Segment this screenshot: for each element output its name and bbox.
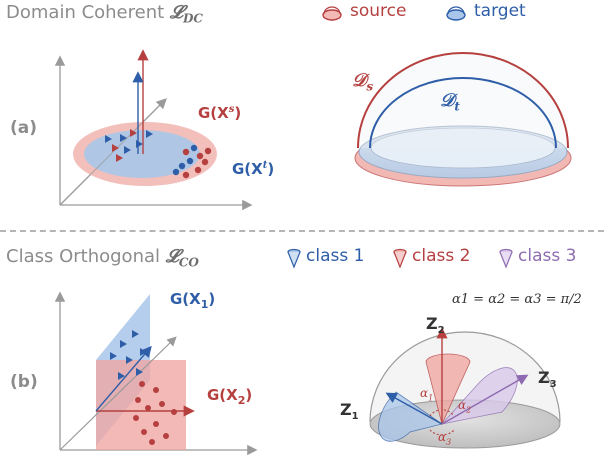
panel-label-a: (a) xyxy=(10,118,38,138)
class1-triangles xyxy=(110,330,147,380)
g2-sub: 2 xyxy=(237,394,246,407)
alpha3-label: α3 xyxy=(438,430,452,447)
g-source-text: G(X xyxy=(198,104,229,122)
class2-plane xyxy=(96,360,186,450)
z3-label: Z3 xyxy=(538,368,557,390)
g1-label: G(X1) xyxy=(170,290,216,311)
z3-axis xyxy=(441,374,529,425)
class2-cone-icon xyxy=(393,248,407,269)
g1-sub: 1 xyxy=(200,298,209,311)
lco-symbol: 𝓛CO xyxy=(165,246,199,270)
ds-sub: s xyxy=(366,79,374,94)
z3-sub: 3 xyxy=(549,379,557,391)
g2-label: G(X2) xyxy=(207,386,253,407)
class-orthogonal-title: Class Orthogonal 𝓛CO xyxy=(6,246,199,270)
target-dome xyxy=(369,77,557,149)
class-hemisphere xyxy=(369,327,561,449)
target-legend-label: target xyxy=(474,1,526,21)
domain-coherent-title: Domain Coherent 𝓛DC xyxy=(6,2,203,26)
source-dome xyxy=(357,52,569,149)
target-distribution xyxy=(84,130,200,178)
panel-label-b: (b) xyxy=(10,372,38,392)
z1-sub: 1 xyxy=(351,411,359,423)
domain-feature-space xyxy=(54,49,253,211)
alpha1-label: α1 xyxy=(420,386,434,403)
lco-symbol-sub: CO xyxy=(178,255,199,270)
z1-axis xyxy=(385,392,443,425)
alpha3-arc xyxy=(429,429,455,436)
target-legend-icon xyxy=(446,6,466,21)
axis-y-b xyxy=(59,336,177,451)
source-legend-label: source xyxy=(350,1,407,21)
class2-cone xyxy=(425,353,471,426)
class1-label: class 1 xyxy=(306,246,365,266)
alpha2-label: α2 xyxy=(458,398,472,415)
orthogonality-equation: α1 = α2 = α3 = π/2 xyxy=(452,292,582,307)
domain-hemispheres xyxy=(354,52,572,187)
class2-dots xyxy=(133,381,177,445)
ldc-symbol-sub: DC xyxy=(183,11,203,26)
z2-label: Z2 xyxy=(426,314,445,336)
g1-text: G(X xyxy=(170,290,201,308)
domain-coherent-title-text: Domain Coherent xyxy=(6,2,165,23)
dt-main: 𝒟 xyxy=(440,90,455,111)
z1-text: Z xyxy=(340,400,352,419)
class2-label: class 2 xyxy=(412,246,471,266)
class3-cone-icon xyxy=(499,248,513,269)
ldc-symbol-main: 𝓛 xyxy=(169,2,184,23)
class1-normal-arrow xyxy=(95,345,152,412)
dt-sub: t xyxy=(454,99,460,114)
alpha2-arc xyxy=(443,409,455,417)
g-target-sup: t xyxy=(262,160,268,171)
dot-points xyxy=(172,144,212,179)
class-feature-space xyxy=(54,291,258,456)
class-orthogonal-title-text: Class Orthogonal xyxy=(6,246,161,267)
g-target-label: G(Xt) xyxy=(232,160,275,178)
ds-label: 𝒟s xyxy=(352,70,373,94)
g-target-text: G(X xyxy=(232,160,263,178)
z2-text: Z xyxy=(426,314,438,333)
hemisphere-shell xyxy=(369,331,561,423)
class3-label: class 3 xyxy=(518,246,577,266)
class1-cone-icon xyxy=(287,248,301,269)
g-source-label: G(Xs) xyxy=(198,104,242,122)
triangle-points xyxy=(105,129,153,162)
g2-text: G(X xyxy=(207,386,238,404)
ldc-symbol: 𝓛DC xyxy=(169,2,203,26)
g-source-sup: s xyxy=(228,104,235,115)
z2-sub: 2 xyxy=(437,325,445,337)
source-legend-icon xyxy=(322,6,342,21)
z1-label: Z1 xyxy=(340,400,359,422)
class3-cone xyxy=(440,367,518,425)
z3-text: Z xyxy=(538,368,550,387)
lco-symbol-main: 𝓛 xyxy=(165,246,179,267)
section-divider xyxy=(0,230,604,232)
alpha1-arc xyxy=(429,409,441,417)
dt-label: 𝒟t xyxy=(440,90,460,114)
ds-main: 𝒟 xyxy=(352,70,367,91)
